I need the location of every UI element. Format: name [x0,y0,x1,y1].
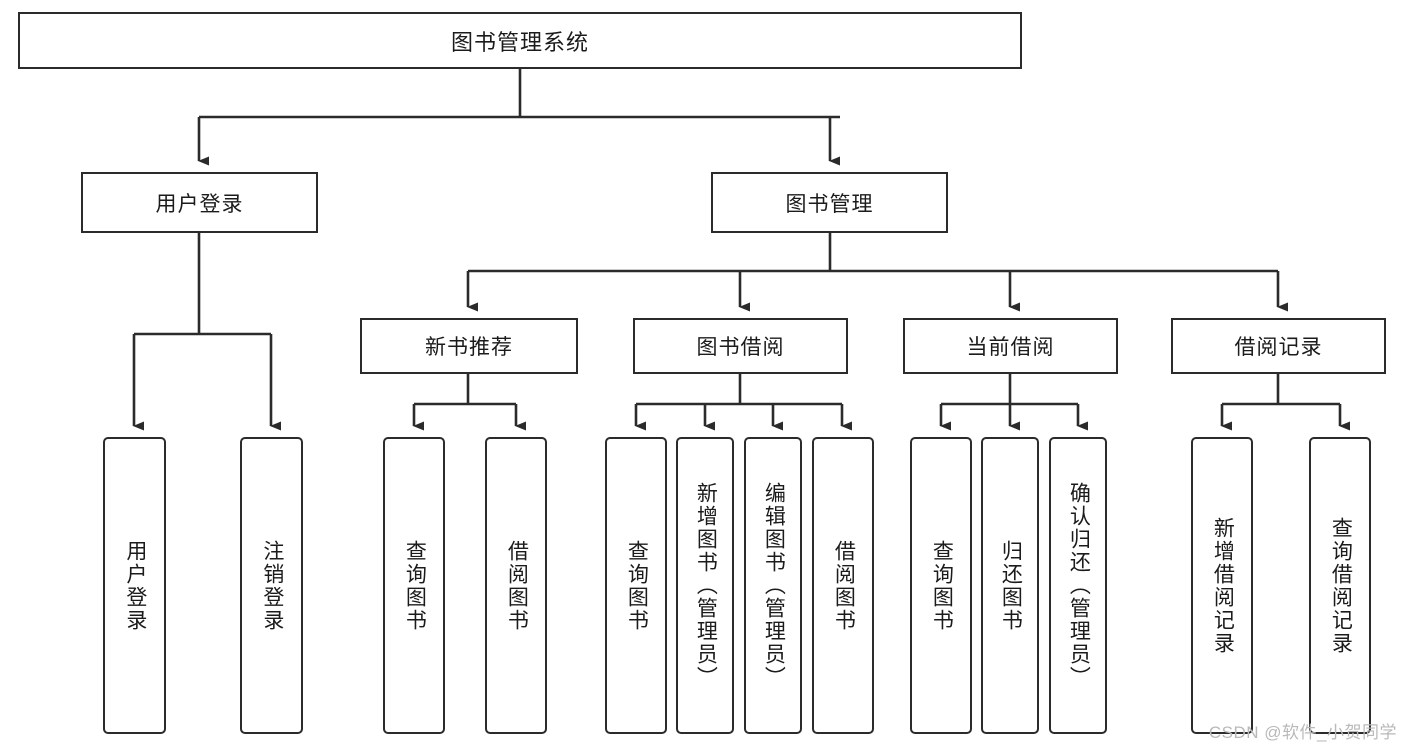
leaf-return-book[interactable]: 归还图书 [981,437,1039,734]
node-label: 当前借阅 [966,336,1055,359]
leaf-borrow-book-recommend[interactable]: 借阅图书 [485,437,547,734]
watermark-text: CSDN @软件_小贺同学 [1208,723,1397,742]
node-borrow-record[interactable]: 借阅记录 [1171,318,1386,374]
node-root-system[interactable]: 图书管理系统 [18,12,1022,69]
node-label: 注销登录 [260,539,284,632]
leaf-query-book-recommend[interactable]: 查询图书 [383,437,445,734]
node-book-management[interactable]: 图书管理 [711,172,948,233]
leaf-logout-login[interactable]: 注销登录 [240,437,303,734]
node-label: 查询图书 [403,539,427,632]
node-label: 借阅图书 [505,539,529,632]
node-label: 借阅记录 [1234,336,1323,359]
node-book-borrow[interactable]: 图书借阅 [633,318,848,374]
node-label: 图书管理系统 [450,29,589,55]
leaf-add-book-admin[interactable]: 新增图书（管理员） [676,437,734,734]
node-label: 新增图书（管理员） [694,482,718,689]
leaf-add-borrow-record[interactable]: 新增借阅记录 [1191,437,1253,734]
leaf-edit-book-admin[interactable]: 编辑图书（管理员） [744,437,802,734]
leaf-user-login[interactable]: 用户登录 [103,437,166,734]
leaf-query-book-borrow[interactable]: 查询图书 [605,437,667,734]
node-label: 新书推荐 [425,336,513,359]
leaf-query-borrow-record[interactable]: 查询借阅记录 [1309,437,1371,734]
node-label: 编辑图书（管理员） [762,482,786,689]
node-label: 借阅图书 [832,539,856,632]
node-user-login[interactable]: 用户登录 [81,172,318,233]
node-new-book-recommend[interactable]: 新书推荐 [360,318,578,374]
node-current-borrow[interactable]: 当前借阅 [903,318,1118,374]
node-label: 图书管理 [785,192,874,216]
node-label: 图书借阅 [696,336,785,359]
node-label: 确认归还（管理员） [1067,482,1091,689]
node-label: 用户登录 [155,192,244,216]
node-label: 新增借阅记录 [1211,516,1235,655]
node-label: 查询图书 [930,539,954,632]
node-label: 查询图书 [625,539,649,632]
node-label: 查询借阅记录 [1329,516,1353,655]
leaf-borrow-book[interactable]: 借阅图书 [812,437,874,734]
node-label: 归还图书 [999,539,1023,632]
leaf-confirm-return-admin[interactable]: 确认归还（管理员） [1049,437,1107,734]
leaf-query-book-current[interactable]: 查询图书 [910,437,972,734]
node-label: 用户登录 [123,539,147,632]
